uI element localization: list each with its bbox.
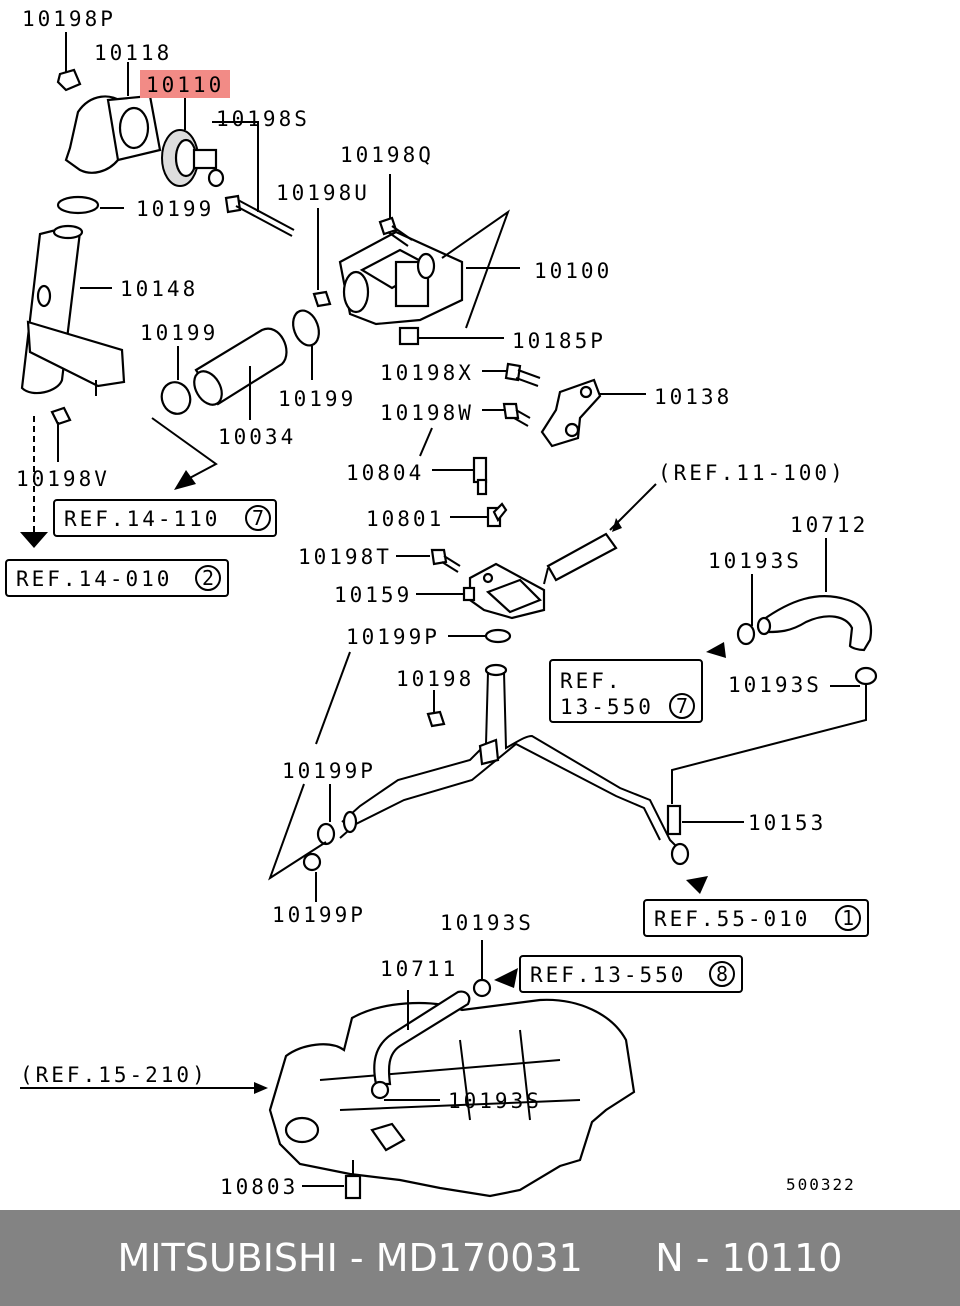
brand-name: MITSUBISHI [117,1236,338,1280]
ref-box-55-010[interactable]: REF.55-010 1 [643,899,869,937]
ref-number-badge: 7 [676,694,688,718]
thermostat-10110[interactable] [161,98,225,188]
clamp-10193s-upper[interactable] [736,574,756,646]
ref-box-text: REF.14-010 [16,567,172,591]
bracket-10138[interactable] [540,378,646,448]
plug-10185p[interactable] [398,326,504,346]
diagram-code: 500322 [786,1175,856,1194]
part-number: MD170031 [375,1236,583,1280]
callout-label[interactable]: 10803 [220,1175,298,1199]
arrow-icon [494,968,518,988]
ref-box-14-110[interactable]: REF.14-110 7 [53,499,277,537]
ref-number-badge: 2 [202,566,214,590]
callout-label[interactable]: 10193S [728,673,822,697]
callout-label[interactable]: 10153 [748,811,826,835]
parts-diagram: 10198P 10118 10110 10198S 10198Q 10198U … [5,7,878,1200]
gasket-10199p-upper[interactable] [448,628,512,644]
callout-label[interactable]: 10138 [654,385,732,409]
bolt-10198s[interactable] [212,121,295,237]
highlight-marker [140,70,230,98]
sensor-10804[interactable] [432,456,488,496]
bolt-10198t[interactable] [396,548,461,573]
bolt-10198u[interactable] [312,208,332,308]
callout-label[interactable]: 10198X [380,361,474,385]
callout-label-highlighted[interactable]: 10110 [146,73,224,97]
ref-box-13-550-b[interactable]: REF.13-550 8 [519,955,743,993]
ref-box-14-010[interactable]: REF.14-010 2 [5,559,229,597]
callout-label[interactable]: 10199 [136,197,214,221]
callout-label[interactable]: 10034 [218,425,296,449]
thermostat-housing-10100[interactable] [338,209,520,329]
callout-label[interactable]: 10711 [380,957,458,981]
o-ring-10199-center[interactable] [289,307,324,380]
bolt-10198w[interactable] [482,402,531,427]
hose-10034[interactable] [189,327,288,420]
water-outlet-fitting-10118[interactable] [64,62,162,174]
diagram-position: N - 10110 [655,1236,843,1280]
callout-label[interactable]: 10193S [448,1089,542,1113]
callout-label[interactable]: 10199P [346,625,440,649]
water-outlet-10159[interactable] [416,562,546,620]
water-pipe-10148[interactable] [20,224,126,396]
callout-label[interactable]: 10148 [120,277,198,301]
o-ring-10199-top[interactable] [56,195,124,215]
ref-label-15-210[interactable]: (REF.15-210) [20,1063,208,1087]
callout-label[interactable]: 10198U [276,181,370,205]
arrow-icon [174,470,196,490]
ref-box-text: REF. [560,669,623,693]
hose-10712[interactable] [756,538,873,652]
separator: - [337,1236,376,1280]
arrow-icon [254,1082,268,1094]
bolt-10198p[interactable] [56,32,82,92]
callout-label[interactable]: 10199P [272,903,366,927]
callout-label[interactable]: 10118 [94,41,172,65]
ref-box-text: REF.14-110 [64,507,220,531]
gasket-10199p-lower-b[interactable] [268,783,327,902]
callout-label[interactable]: 10193S [440,911,534,935]
bolt-10198x[interactable] [482,362,541,387]
clamp-10193s-right[interactable] [671,666,878,804]
ref-box-text: REF.55-010 [654,907,810,931]
callout-label[interactable]: 10198V [16,467,110,491]
ref-number-badge: 8 [716,962,728,986]
water-pipe-10153[interactable] [339,663,744,866]
callout-label[interactable]: 10198W [380,401,474,425]
callout-label[interactable]: 10159 [334,583,412,607]
callout-label[interactable]: 10198 [396,667,474,691]
ref-box-text: 13-550 [560,695,654,719]
clamp-10193s-lower-a[interactable] [472,940,492,998]
bolt-10198[interactable] [426,690,446,728]
sensor-10803[interactable] [302,1160,362,1200]
o-ring-10199-left[interactable] [151,346,218,481]
callout-label[interactable]: 10100 [534,259,612,283]
callout-label[interactable]: 10199P [282,759,376,783]
sensor-10801[interactable] [450,502,508,528]
callout-label[interactable]: 10199 [278,387,356,411]
callout-label[interactable]: 10804 [346,461,424,485]
callout-label[interactable]: 10198Q [340,143,434,167]
part-info-footer: MITSUBISHI - MD170031 N - 10110 [0,1210,960,1306]
callout-label[interactable]: 10185P [512,329,606,353]
callout-label[interactable]: 10198P [22,7,116,31]
callout-label[interactable]: 10712 [790,513,868,537]
arrow-icon [706,642,726,658]
ref-box-text: REF.13-550 [530,963,686,987]
ref-number-badge: 7 [252,506,264,530]
arrow-icon [686,876,708,894]
intake-manifold [268,998,636,1198]
ref-label-11-100[interactable]: (REF.11-100) [658,461,846,485]
bolt-10198v[interactable] [50,406,72,462]
arrow-icon [20,532,48,548]
callout-label[interactable]: 10199 [140,321,218,345]
callout-label[interactable]: 10193S [708,549,802,573]
hose-10711[interactable] [370,990,471,1100]
gasket-10199p-lower-a[interactable] [315,651,351,846]
bolt-10198q[interactable] [378,174,413,247]
ref-box-13-550-a[interactable]: REF. 13-550 7 [549,659,703,723]
callout-label[interactable]: 10198S [216,107,310,131]
callout-label[interactable]: 10801 [366,507,444,531]
ref-number-badge: 1 [842,906,854,930]
pipe-ref-11-100[interactable] [543,483,657,585]
callout-label[interactable]: 10198T [298,545,392,569]
